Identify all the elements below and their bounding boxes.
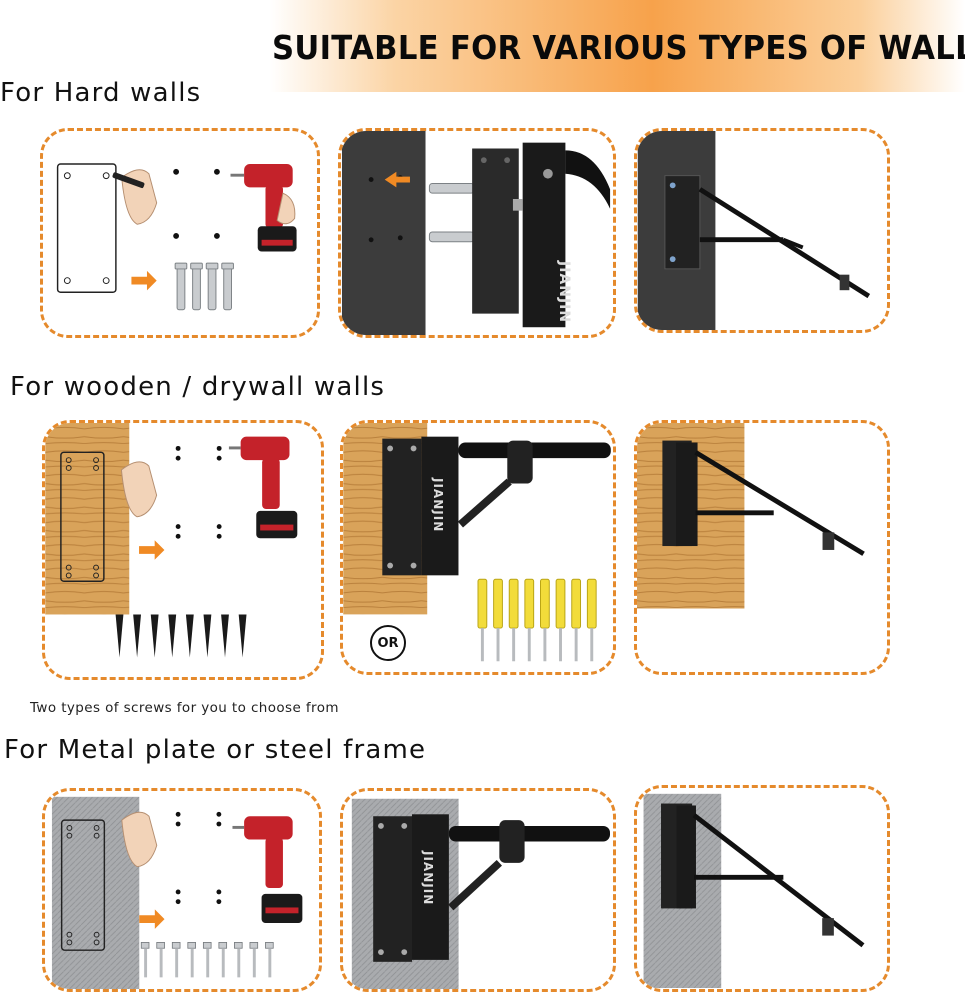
drilling-diagram <box>51 796 303 989</box>
header-banner <box>270 0 965 92</box>
installed-arm-diagram <box>637 423 865 609</box>
bracket-arm <box>421 436 459 576</box>
boom-bar <box>458 442 611 459</box>
arrow-icon <box>139 540 165 560</box>
wood-wall <box>45 423 130 615</box>
wall-plate <box>472 148 519 314</box>
template-plate <box>56 163 117 293</box>
or-badge: OR <box>370 625 406 661</box>
section-title-wooden-walls: For wooden / drywall walls <box>10 372 386 402</box>
installed-arm-diagram <box>637 131 871 330</box>
arrow-icon <box>384 171 410 188</box>
brand-logo: JIANJIN <box>421 851 435 906</box>
drill-icon <box>232 816 303 923</box>
drywall-anchors <box>477 578 597 662</box>
metal-wall-step-1-panel <box>42 788 322 992</box>
bracket-mount-diagram <box>351 798 610 989</box>
boom-arm <box>694 450 865 556</box>
section-title-metal-walls: For Metal plate or steel frame <box>4 735 427 765</box>
brand-logo: JIANJIN <box>431 478 445 533</box>
drill-icon <box>230 164 297 252</box>
hand-icon <box>121 811 158 868</box>
bolt-insertion-diagram <box>341 131 611 335</box>
mounted-bracket <box>664 175 701 270</box>
wall-plate <box>382 438 422 576</box>
section-title-hard-walls: For Hard walls <box>0 78 202 108</box>
bracket-arm <box>412 814 449 960</box>
wood-wall-step-3-panel <box>634 420 890 675</box>
self-tapping-screws <box>140 942 274 978</box>
metal-wall-step-3-panel <box>634 785 890 992</box>
screws-caption: Two types of screws for you to choose fr… <box>30 700 339 716</box>
installed-arm-diagram <box>643 793 865 989</box>
metal-wall-step-2-panel: JIANJIN <box>340 788 616 992</box>
template-plate <box>60 451 105 582</box>
boom-bar <box>448 825 610 842</box>
hard-wall-step-1-panel <box>40 128 320 338</box>
template-plate <box>60 819 106 951</box>
concrete-wall <box>341 131 426 335</box>
drilling-diagram <box>56 163 297 311</box>
bracket-mount-diagram <box>343 423 611 662</box>
brand-logo: JIANJIN <box>556 261 572 324</box>
wood-screws <box>115 614 247 658</box>
boom-arm <box>692 813 865 948</box>
arrow-icon <box>131 270 157 291</box>
drilling-diagram <box>45 423 298 658</box>
wood-wall-step-1-panel <box>42 420 324 680</box>
arrow-icon <box>139 909 165 929</box>
hard-wall-step-3-panel <box>634 128 890 333</box>
hand-icon <box>120 461 158 518</box>
page-title: SUITABLE FOR VARIOUS TYPES OF WALLS <box>272 28 965 67</box>
drill-icon <box>228 436 298 539</box>
wall-plate <box>373 816 412 962</box>
hard-wall-step-2-panel: JIANJIN <box>338 128 616 338</box>
marker-icon <box>112 172 145 189</box>
expansion-bolts <box>174 262 234 311</box>
